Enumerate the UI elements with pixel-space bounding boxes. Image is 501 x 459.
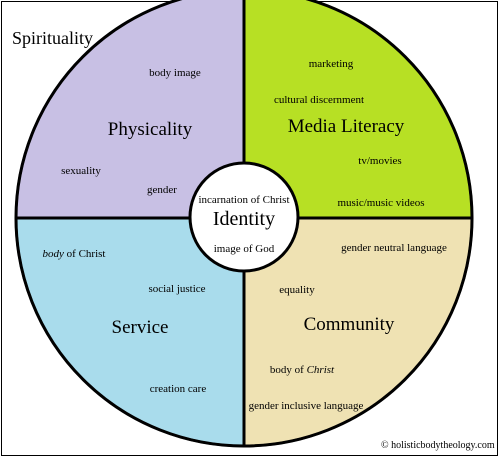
identity-circle [188, 161, 300, 273]
service-body-word: body [43, 248, 65, 260]
community-item-equality: equality [279, 284, 315, 296]
media-item-marketing: marketing [309, 58, 354, 70]
community-body-prefix: body of [270, 364, 307, 376]
service-body-rest: of Christ [64, 248, 106, 260]
physicality-label: Physicality [108, 119, 193, 140]
service-item-body-of-christ: body of Christ [43, 248, 106, 260]
community-item-gender-inclusive-language: gender inclusive language [249, 400, 364, 412]
service-item-social-justice: social justice [148, 283, 205, 295]
service-item-creation-care: creation care [150, 383, 207, 395]
media-item-cultural-discernment: cultural discernment [274, 94, 364, 106]
center-top-label: incarnation of Christ [198, 194, 289, 206]
physicality-item-sexuality: sexuality [61, 165, 101, 177]
diagram-title: Spirituality [12, 28, 93, 48]
media-item-tv-movies: tv/movies [358, 155, 401, 167]
community-label: Community [304, 314, 395, 335]
service-label: Service [112, 317, 169, 338]
center-main-label: Identity [213, 208, 275, 230]
copyright-credit: © holisticbodytheology.com [381, 440, 495, 451]
media-literacy-label: Media Literacy [288, 116, 405, 137]
community-item-body-of-christ: body of Christ [270, 364, 335, 376]
physicality-item-body-image: body image [149, 67, 201, 79]
center-bottom-label: image of God [214, 243, 275, 255]
community-item-gender-neutral-language: gender neutral language [341, 242, 447, 254]
community-christ-word: Christ [307, 364, 335, 376]
media-item-music-videos: music/music videos [337, 197, 424, 209]
physicality-item-gender: gender [147, 184, 177, 196]
